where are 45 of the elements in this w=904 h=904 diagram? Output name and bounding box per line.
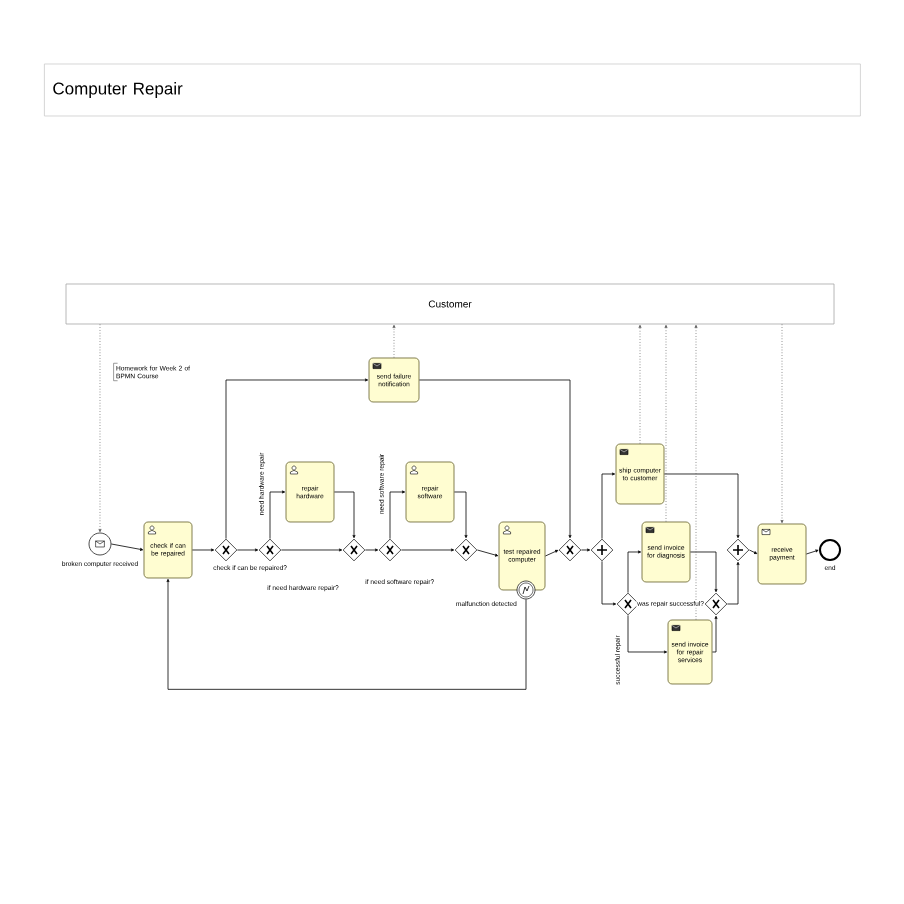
sequence-flow: [334, 491, 356, 539]
sequence-flow: [236, 548, 259, 552]
sequence-flow: [110, 543, 144, 551]
sequence-flow: [400, 548, 455, 552]
message-flow: [638, 324, 642, 444]
message-flow: [694, 324, 698, 620]
title-bar: Computer Repair: [44, 63, 861, 117]
sequence-flow: [419, 379, 572, 539]
sequence-flow: [601, 472, 616, 540]
sequence-flow: [580, 548, 591, 552]
gateway-diamond: [454, 538, 478, 562]
start-event: [88, 532, 112, 556]
gateway-diamond: [258, 538, 282, 562]
sequence-flow: [364, 548, 379, 552]
message-flow: [392, 324, 396, 358]
gateway-diamond: [590, 538, 614, 562]
boundary-event: [516, 580, 536, 600]
gateway-diamond: [214, 538, 238, 562]
sequence-flow: [280, 548, 343, 552]
sequence-flow: [664, 473, 740, 539]
sequence-flow: [166, 578, 527, 690]
gateway-diamond: [704, 592, 728, 616]
sequence-flow: [806, 549, 819, 555]
sequence-flow: [712, 615, 718, 653]
sequence-flow: [601, 560, 617, 606]
gateway-diamond: [726, 538, 750, 562]
sequence-flow: [545, 550, 559, 557]
gateway-diamond: [342, 538, 366, 562]
sequence-flow: [627, 614, 668, 654]
sequence-flow: [726, 561, 740, 605]
sequence-flow: [748, 549, 758, 554]
gateway-diamond: [378, 538, 402, 562]
sequence-flow: [225, 378, 369, 540]
message-flow: [664, 324, 668, 522]
sequence-flow: [192, 548, 215, 552]
sequence-flow: [476, 549, 499, 557]
message-flow: [98, 324, 102, 533]
sequence-flow: [269, 490, 286, 540]
sequence-flow: [627, 550, 642, 594]
message-flow: [780, 324, 784, 524]
gateway-diamond: [558, 538, 582, 562]
sequence-flow: [454, 491, 468, 539]
sequence-flow: [690, 551, 718, 593]
sequence-flow: [389, 490, 406, 540]
gateway-diamond: [616, 592, 640, 616]
